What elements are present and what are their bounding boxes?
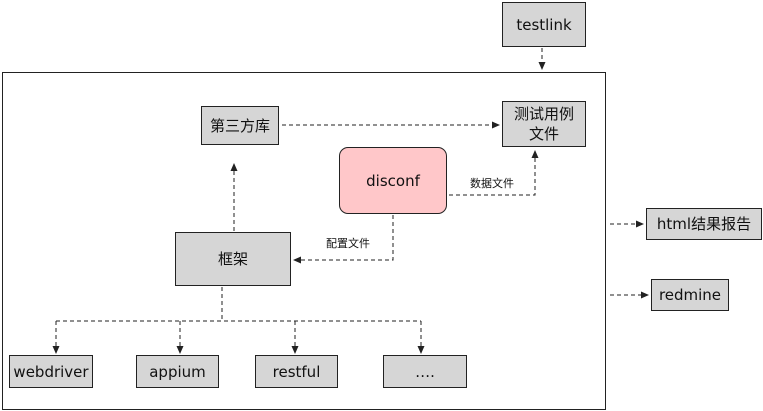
edge-label-data-file: 数据文件	[470, 177, 514, 190]
system-boundary-frame	[2, 72, 606, 410]
node-redmine: redmine	[651, 279, 729, 311]
node-testlink-label: testlink	[516, 15, 572, 34]
node-webdriver-label: webdriver	[13, 362, 89, 381]
edge-disconf-to-testcase	[449, 150, 539, 196]
edge-label-config-file: 配置文件	[326, 237, 370, 250]
node-restful: restful	[255, 355, 338, 388]
node-testlink: testlink	[502, 2, 586, 47]
node-webdriver: webdriver	[9, 355, 93, 388]
node-more: ….	[383, 355, 467, 388]
node-test-case-file: 测试用例 文件	[502, 101, 586, 147]
node-disconf-label: disconf	[366, 171, 420, 190]
node-more-label: ….	[415, 362, 435, 381]
node-html-report: html结果报告	[646, 208, 762, 240]
node-test-case-file-line1: 测试用例	[513, 105, 574, 123]
node-html-report-label: html结果报告	[656, 215, 752, 233]
edge-disconf-to-framework	[293, 215, 394, 264]
node-restful-label: restful	[272, 362, 321, 381]
node-redmine-label: redmine	[658, 286, 722, 304]
node-third-party-lib: 第三方库	[201, 106, 279, 145]
node-test-case-file-line2: 文件	[528, 125, 559, 143]
node-third-party-lib-label: 第三方库	[209, 116, 270, 135]
node-appium: appium	[136, 355, 219, 388]
node-disconf: disconf	[339, 147, 447, 214]
node-appium-label: appium	[149, 362, 206, 381]
node-framework-label: 框架	[217, 250, 248, 268]
node-framework: 框架	[175, 232, 291, 286]
